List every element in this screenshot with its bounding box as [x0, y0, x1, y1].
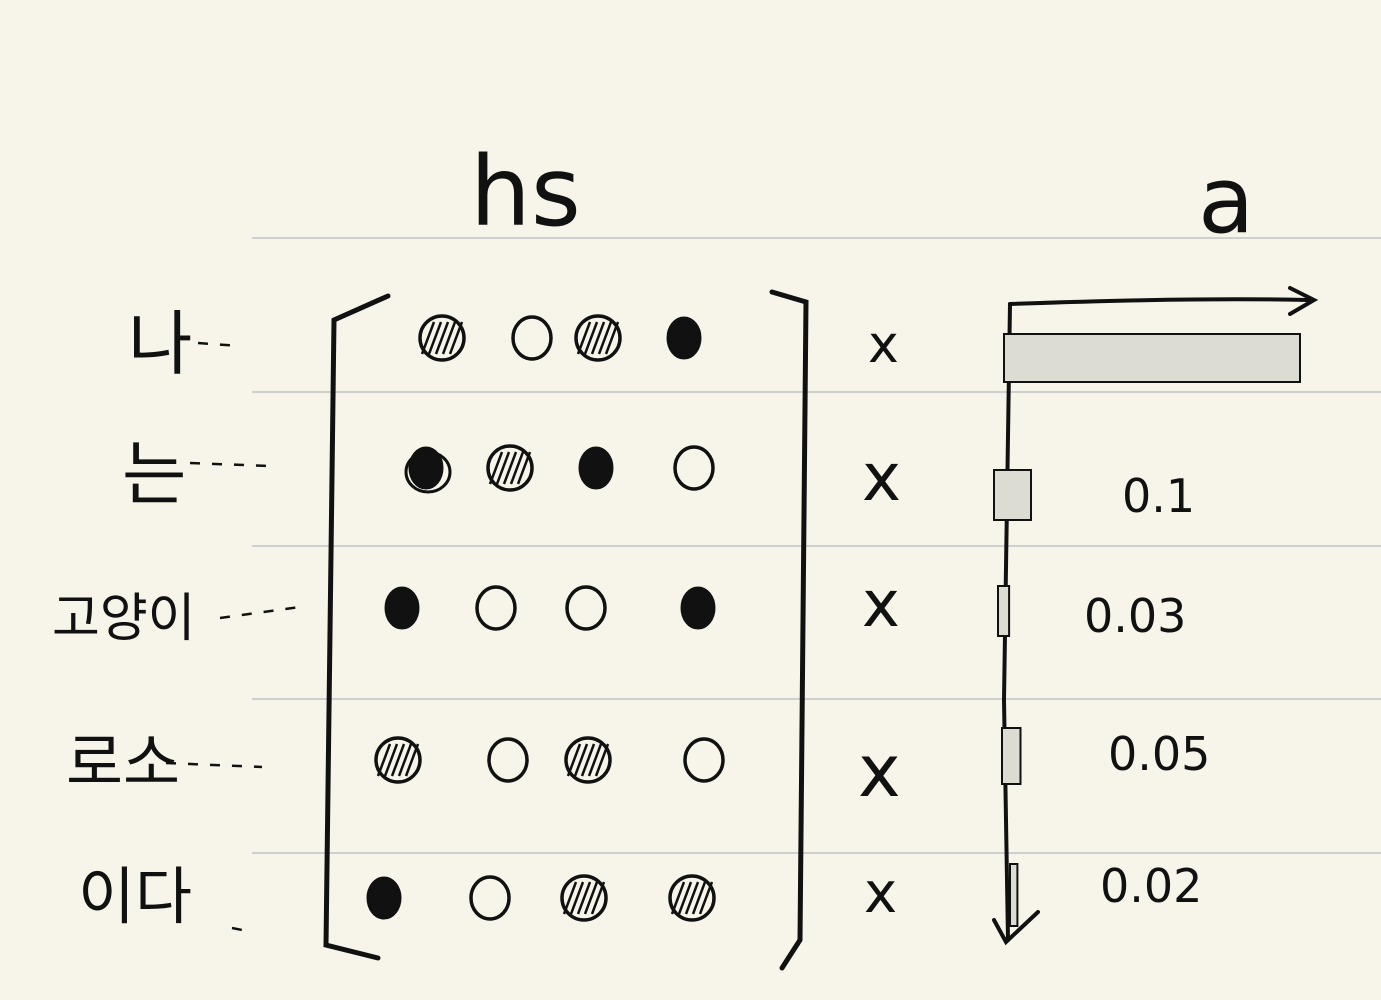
hidden-state-dots	[366, 314, 725, 922]
dot-hatched	[374, 736, 422, 784]
token-label: 는	[122, 433, 186, 515]
multiply-sign: x	[868, 315, 899, 375]
alpha-bars	[993, 333, 1301, 927]
dot-hatched	[418, 314, 466, 362]
dot-filled	[666, 316, 702, 360]
value-label: 0.05	[1108, 727, 1210, 781]
notebook-rules	[252, 237, 1381, 854]
multiply-sign: x	[864, 861, 897, 926]
alpha-bar	[1009, 863, 1019, 927]
dot-hatched	[574, 314, 622, 362]
matrix-brackets	[323, 289, 809, 971]
multiply-sign: x	[862, 439, 901, 516]
dot-hatched	[486, 444, 534, 492]
alpha-label: a	[1198, 147, 1254, 254]
leader-lines	[165, 341, 301, 932]
multiply-sign: x	[858, 729, 901, 813]
dot-empty	[683, 737, 725, 783]
left-bracket	[323, 293, 391, 961]
alpha-y-axis	[1001, 302, 1012, 942]
alpha-axes	[992, 286, 1319, 946]
alpha-x-axis	[1008, 297, 1310, 306]
value-label: 0.1	[1122, 469, 1195, 523]
token-label: 고양이	[52, 589, 196, 649]
x-axis-arrow-head	[1288, 286, 1319, 316]
operators: x x x x x	[858, 315, 901, 926]
token-label: 이다	[78, 860, 192, 933]
y-axis-arrow-head	[992, 910, 1040, 946]
multiply-sign: x	[862, 568, 900, 642]
token-label: 나	[128, 303, 192, 385]
dot-hatched	[560, 874, 608, 922]
token-labels: 나 는 고양이 로소 이다	[52, 303, 196, 933]
dot-hatched	[668, 874, 716, 922]
value-label: 0.02	[1100, 859, 1202, 913]
right-bracket	[769, 289, 809, 971]
alpha-bar	[993, 469, 1032, 521]
value-labels: 0.1 0.03 0.05 0.02	[1084, 469, 1210, 913]
dot-empty	[673, 445, 715, 491]
dot-empty	[511, 315, 553, 361]
value-label: 0.03	[1084, 589, 1186, 643]
dot-empty	[475, 585, 517, 631]
hs-label: hs	[470, 136, 581, 248]
dot-filled-scribble	[404, 446, 452, 494]
dot-empty	[565, 585, 607, 631]
alpha-bar	[1003, 333, 1301, 383]
alpha-bar	[997, 585, 1011, 637]
alpha-bar	[1001, 727, 1022, 785]
dot-empty	[469, 875, 511, 921]
token-label: 로소	[66, 726, 180, 799]
dot-filled	[680, 586, 716, 630]
dot-filled	[384, 586, 420, 630]
dot-filled	[578, 446, 614, 490]
dot-hatched	[564, 736, 612, 784]
dot-filled	[366, 876, 402, 920]
dot-empty	[487, 737, 529, 783]
